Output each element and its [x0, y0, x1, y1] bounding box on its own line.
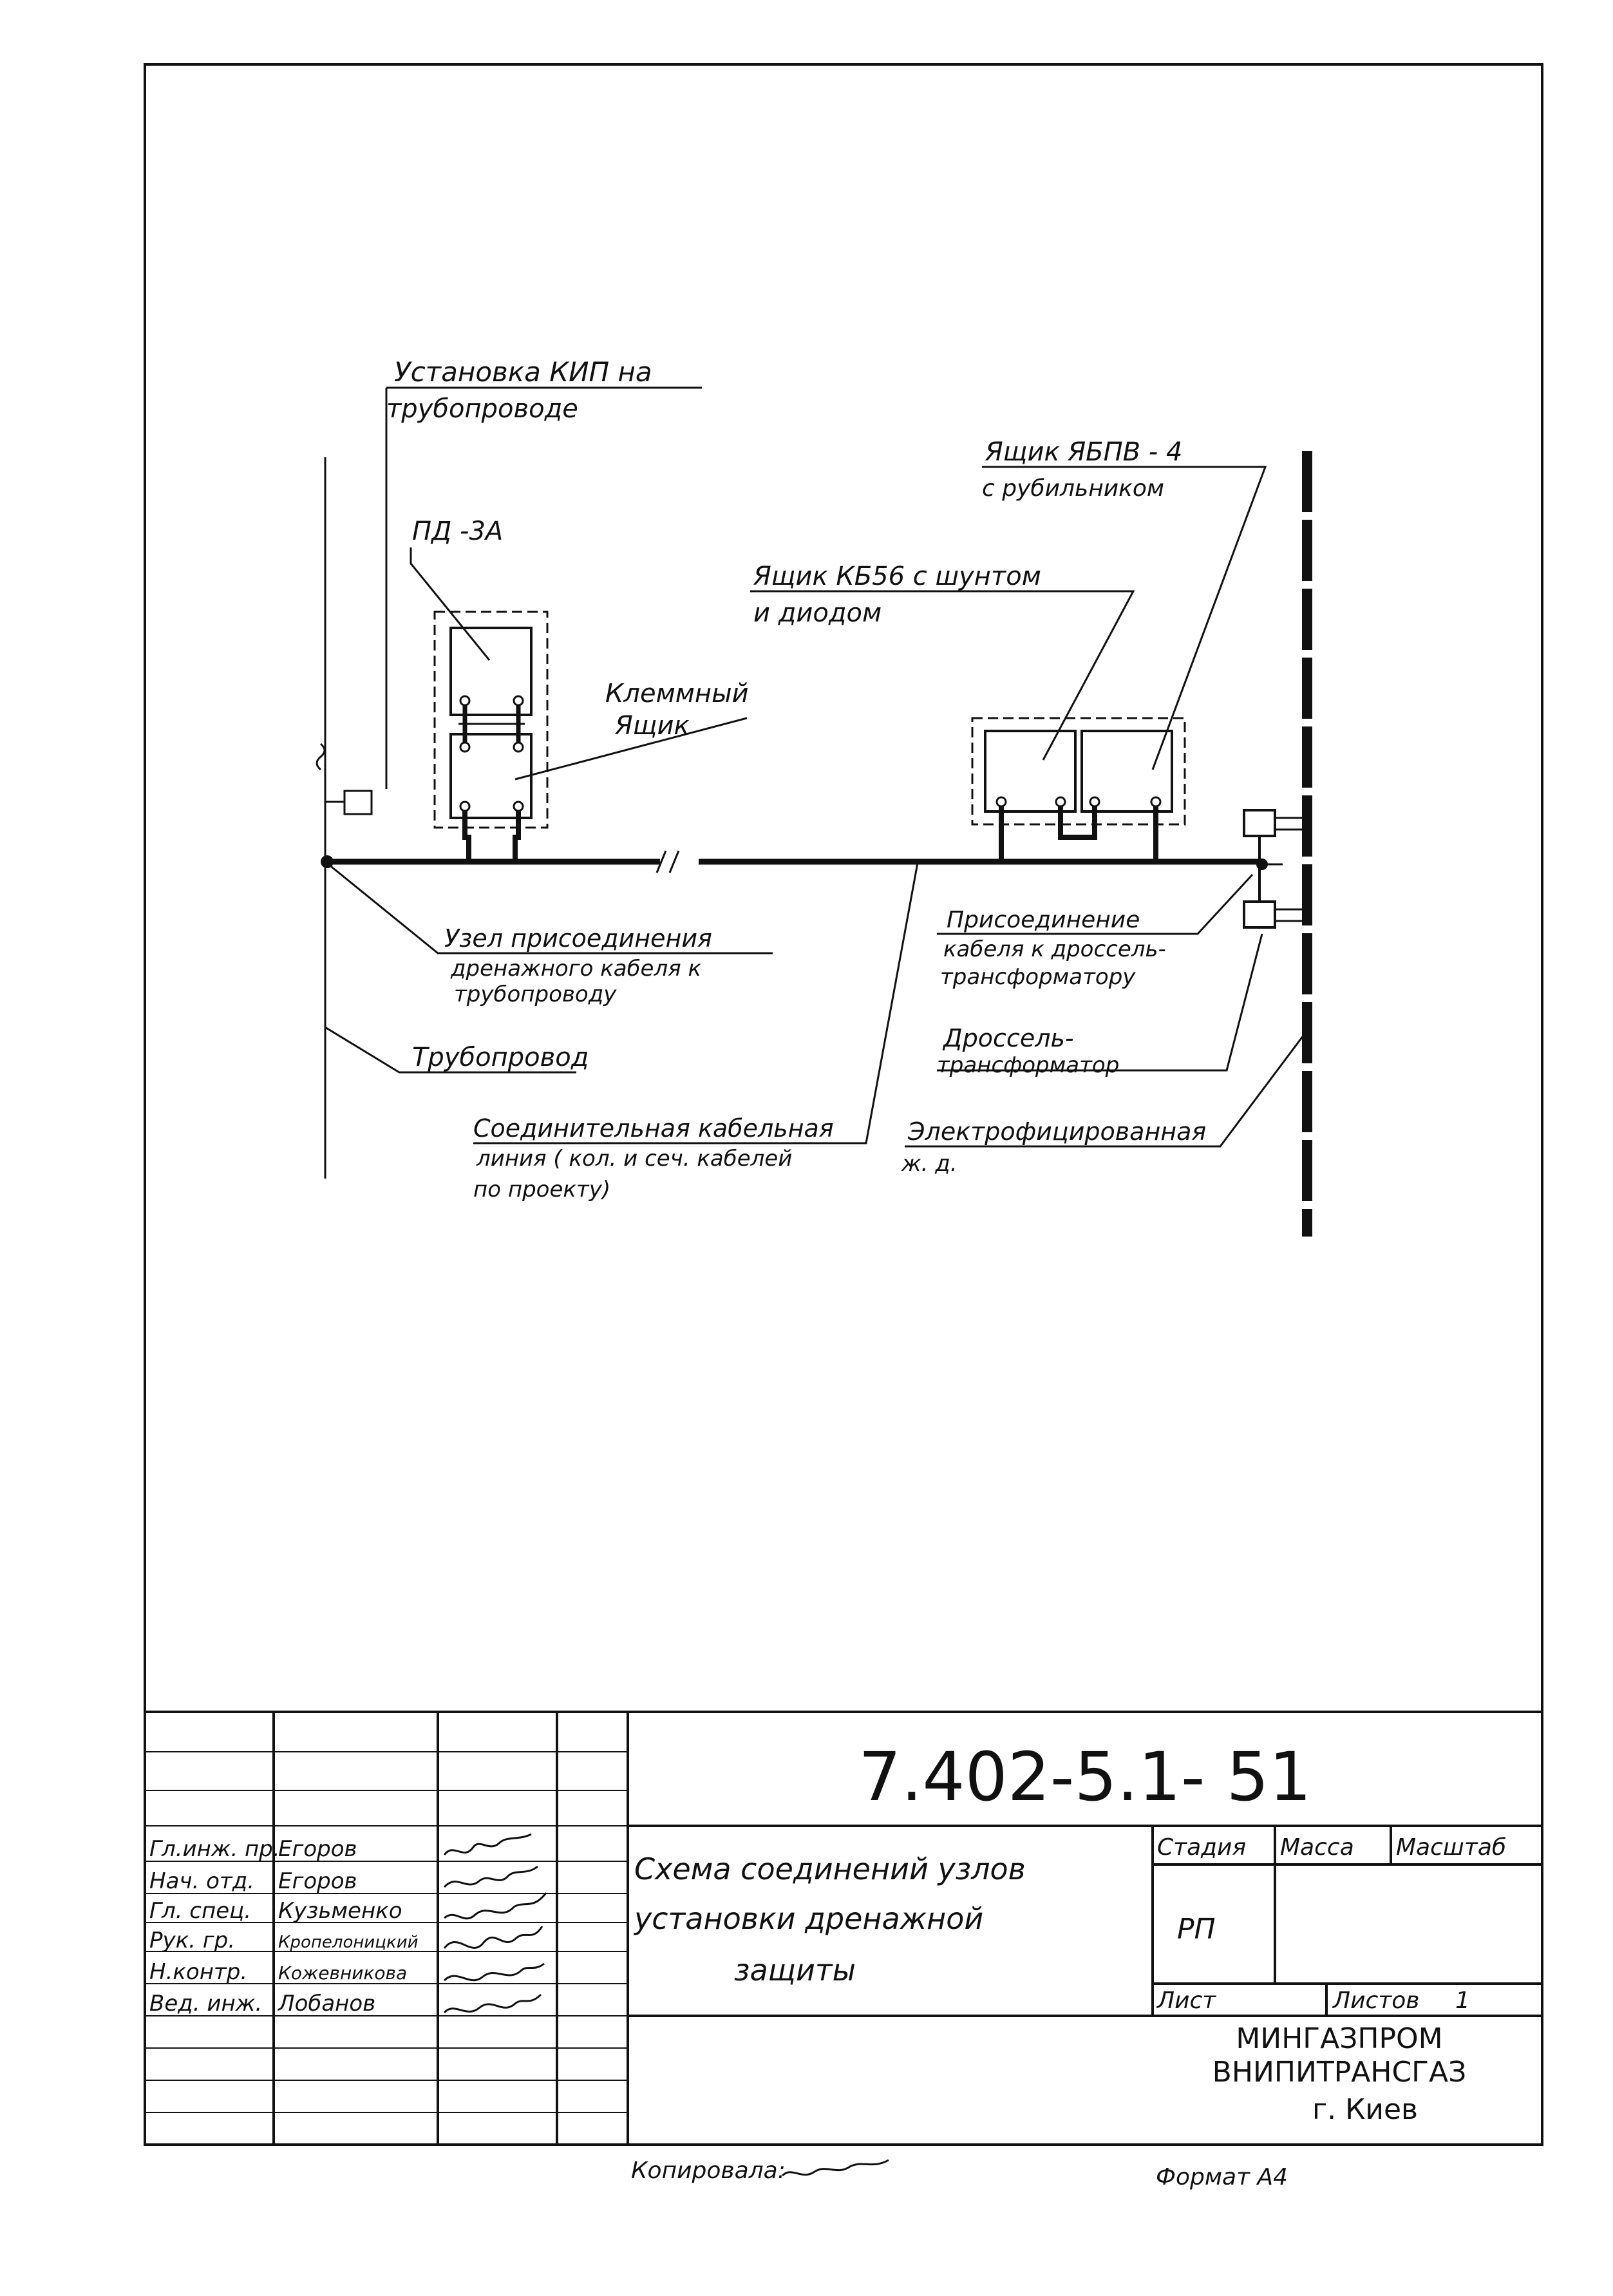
label-terminal-1: Клеммный — [605, 679, 749, 708]
sheets-label: Листов — [1332, 1988, 1419, 2014]
staff-name-2: Егоров — [278, 1868, 357, 1894]
pd3a-terminal-assembly — [433, 611, 549, 862]
label-box-ybpv-1: Ящик ЯБПВ - 4 — [985, 437, 1182, 467]
signature-kropelnitsky — [443, 1926, 543, 1949]
label-box-kb-1: Ящик КБ56 с шунтом — [753, 562, 1041, 591]
label-node-1: Узел присоединения — [444, 924, 712, 953]
kb56-ybpv-assembly — [971, 717, 1186, 862]
label-choke-2: трансформатор — [937, 1052, 1119, 1078]
footer-format: Формат А4 — [1156, 2164, 1288, 2190]
labels: Установка КИП на трубопроводе ПД -3А Кле… — [386, 356, 1206, 1202]
label-cable-1: Соединительная кабельная — [473, 1114, 834, 1143]
label-pd3a: ПД -3А — [412, 517, 503, 546]
org-line-3: г. Киев — [1312, 2093, 1418, 2126]
drawing-title-3: защиты — [734, 1953, 856, 1988]
org-line-1: МИНГАЗПРОМ — [1236, 2022, 1442, 2055]
staff-name-1: Егоров — [278, 1836, 357, 1862]
label-box-kb-2: и диодом — [753, 598, 882, 628]
staff-role-5: Н.контр. — [149, 1959, 247, 1985]
kip-installation — [316, 743, 373, 815]
scale-header: Масштаб — [1396, 1834, 1506, 1861]
label-kip-install-1: Установка КИП на — [394, 356, 652, 388]
staff-role-3: Гл. спец. — [149, 1898, 251, 1924]
label-rail-2: ж. д. — [901, 1151, 957, 1177]
label-conn-2: кабеля к дроссель- — [943, 936, 1166, 962]
title-block-thin-rows — [145, 1751, 628, 2113]
staff-name-3: Кузьменко — [278, 1898, 402, 1924]
title-block-text: 7.402-5.1- 51 Схема соединений узлов уст… — [633, 1738, 1506, 2126]
label-conn-1: Присоединение — [947, 907, 1140, 933]
label-pipeline: Трубопровод — [412, 1043, 589, 1072]
label-terminal-2: Ящик — [614, 711, 690, 741]
mass-header: Масса — [1280, 1834, 1354, 1861]
drawing-title-2: установки дренажной — [633, 1901, 983, 1936]
sheet-frame — [144, 63, 1543, 2146]
staff-name-5: Кожевникова — [278, 1962, 407, 1984]
staff-role-4: Рук. гр. — [149, 1928, 235, 1953]
staff-name-4: Кропелоницкий — [278, 1933, 418, 1952]
label-box-ybpv-2: с рубильником — [982, 475, 1164, 502]
signature-lobanov — [443, 1993, 542, 2014]
doc-number: 7.402-5.1- 51 — [858, 1738, 1312, 1816]
label-rail-1: Электрофицированная — [907, 1117, 1206, 1146]
schematic: Установка КИП на трубопроводе ПД -3А Кле… — [316, 356, 1312, 1237]
label-cable-3: по проекту) — [473, 1177, 610, 1202]
staff-role-2: Нач. отд. — [149, 1868, 254, 1894]
staff-role-1: Гл.инж. пр. — [149, 1836, 280, 1862]
signatures — [443, 1833, 547, 2014]
org-line-2: ВНИПИТРАНСГАЗ — [1212, 2056, 1467, 2089]
title-block — [145, 1711, 1542, 2145]
staff-name-6: Лобанов — [277, 1991, 375, 2016]
stage-value: РП — [1177, 1913, 1216, 1946]
label-node-3: трубопроводу — [454, 982, 617, 1007]
label-kip-install-2: трубопроводе — [386, 394, 578, 424]
footer: Копировала: Формат А4 — [631, 2158, 1288, 2190]
label-conn-3: трансформатору — [940, 964, 1136, 990]
copied-signature — [781, 2159, 889, 2177]
signature-egorov-2 — [443, 1865, 538, 1888]
signature-kuzmenko — [444, 1892, 547, 1920]
drainage-cable — [325, 850, 1262, 873]
drawing-title-1: Схема соединений узлов — [634, 1852, 1026, 1886]
stage-header: Стадия — [1157, 1834, 1246, 1861]
label-node-2: дренажного кабеля к — [450, 956, 701, 982]
signature-kozhevnikova — [443, 1962, 545, 1982]
label-choke-1: Дроссель- — [942, 1024, 1074, 1052]
sheets-value: 1 — [1455, 1988, 1470, 2014]
choke-transformers — [1243, 809, 1307, 929]
label-cable-2: линия ( кол. и сеч. кабелей — [476, 1146, 792, 1172]
leader-lines — [325, 386, 1308, 1148]
footer-copied: Копировала: — [631, 2158, 786, 2184]
signature-egorov-1 — [443, 1833, 532, 1855]
staff-role-6: Вед. инж. — [149, 1991, 262, 2016]
staff-table: Гл.инж. пр. Егоров Нач. отд. Егоров Гл. … — [149, 1836, 418, 2016]
sheet-label: Лист — [1156, 1988, 1216, 2014]
